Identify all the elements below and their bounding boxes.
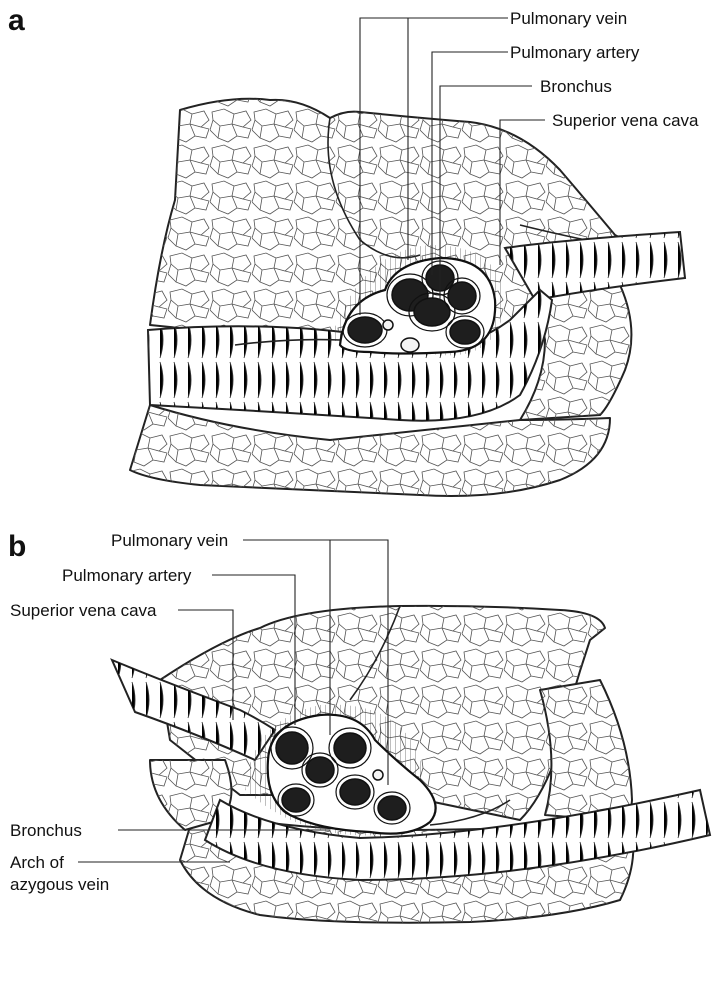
panel-a: a <box>8 4 699 496</box>
panel-a-vein-lumen <box>348 317 382 343</box>
panel-b-vein-lumen <box>276 732 308 764</box>
panel-b-artery-lumen <box>334 733 366 763</box>
panel-b-label-arch-of-azygous-vein-line1: Arch of <box>10 853 64 872</box>
panel-b-label-pulmonary-vein: Pulmonary vein <box>111 531 228 550</box>
panel-b-label-bronchus: Bronchus <box>10 821 82 840</box>
panel-b-label-superior-vena-cava: Superior vena cava <box>10 601 157 620</box>
panel-a-label-bronchus: Bronchus <box>540 77 612 96</box>
panel-a-label-pulmonary-artery: Pulmonary artery <box>510 43 640 62</box>
panel-a-small-lumen <box>383 320 393 330</box>
panel-b-label-pulmonary-artery: Pulmonary artery <box>62 566 192 585</box>
panel-b-label-arch-of-azygous-vein-line2: azygous vein <box>10 875 109 894</box>
panel-a-label-pulmonary-vein: Pulmonary vein <box>510 9 627 28</box>
panel-b-letter: b <box>8 530 26 563</box>
panel-a-label-superior-vena-cava: Superior vena cava <box>552 111 699 130</box>
panel-b: b <box>8 530 710 923</box>
panel-b-bronchus-lumen <box>282 788 310 812</box>
panel-a-letter: a <box>8 4 25 37</box>
